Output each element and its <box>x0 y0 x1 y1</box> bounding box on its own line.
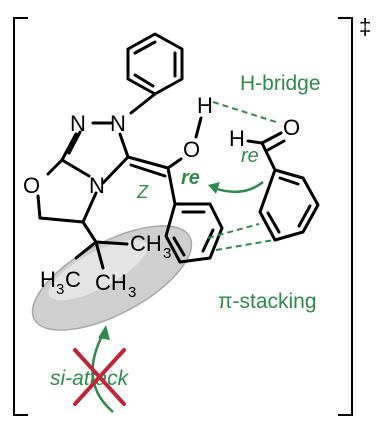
atom-h-enol: H <box>197 93 213 118</box>
blocked-cross-icon <box>73 348 126 406</box>
double-dagger-symbol: ‡ <box>359 14 371 39</box>
methyl-bottom-subscript: 3 <box>128 284 136 301</box>
methyl-left-subscript: 3 <box>56 281 64 298</box>
atom-n1: N <box>110 111 126 136</box>
atom-o-aldehyde: O <box>283 115 300 140</box>
methyl-label-top: CH 3 <box>130 231 171 262</box>
methyl-left-c: C <box>65 267 81 292</box>
atom-h-aldehyde: H <box>229 126 245 151</box>
h-bridge-label: H-bridge <box>240 72 321 95</box>
atom-o-ring: O <box>23 173 40 198</box>
molecule-bonds <box>36 32 320 270</box>
methyl-bottom-text: CH <box>95 270 127 295</box>
atom-n2: N <box>70 111 86 136</box>
methyl-label-left: H 3 C <box>40 267 81 298</box>
methyl-top-subscript: 3 <box>163 245 171 262</box>
re-face-label-enol: re <box>181 167 200 189</box>
pi-stacking-label: π-stacking <box>218 290 317 313</box>
transition-state-bracket-right <box>338 17 353 416</box>
z-geometry-label: Z <box>136 182 149 202</box>
methyl-left-h: H <box>40 267 56 292</box>
si-attack-label: si-attack <box>50 367 130 390</box>
si-face-attack-arrow <box>91 325 114 413</box>
h-bond-dashed-line <box>212 101 277 123</box>
pi-stacking-dashed-lines <box>207 223 275 251</box>
atom-o-enol: O <box>183 137 200 162</box>
re-face-label-aldehyde: re <box>241 145 259 167</box>
steric-shield-ellipse <box>31 225 193 331</box>
transition-state-bracket-left <box>13 17 28 416</box>
methyl-top-text: CH <box>130 231 162 256</box>
atom-n3: N <box>89 173 105 198</box>
re-face-attack-arrow <box>208 181 264 194</box>
methyl-label-bottom: CH 3 <box>95 270 136 301</box>
